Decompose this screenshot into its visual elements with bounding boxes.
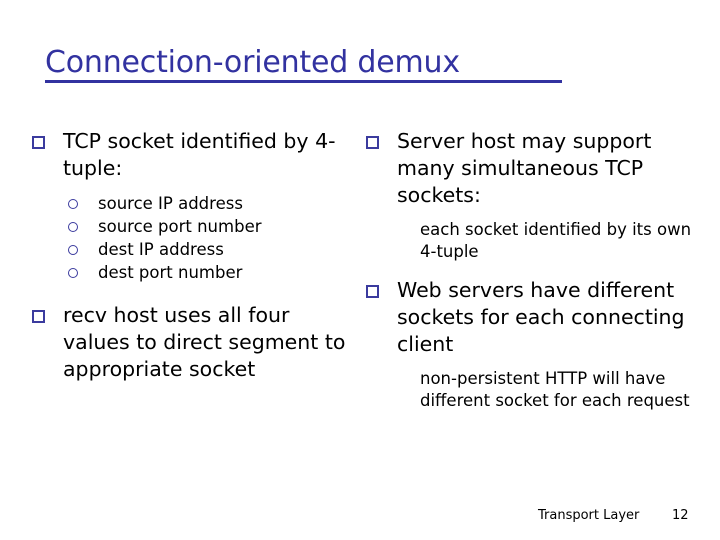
sub-bullet-text: dest IP address [98, 240, 224, 259]
sub-bullet-dest-port-number: dest port number [28, 261, 350, 284]
bullet-recv-host-uses-four-values: recv host uses all four values to direct… [28, 302, 350, 383]
sub-bullet-source-port-number: source port number [28, 215, 350, 238]
square-bullet-icon [366, 285, 379, 298]
square-bullet-icon [32, 136, 45, 149]
sub-bullet-dest-ip-address: dest IP address [28, 238, 350, 261]
left-column: TCP socket identified by 4-tuple: source… [28, 128, 350, 385]
spacer [28, 284, 350, 302]
sub-bullet-text: source port number [98, 217, 262, 236]
spacer [362, 360, 692, 368]
note-non-persistent-http: non-persistent HTTP will have different … [420, 369, 690, 410]
square-bullet-icon [366, 136, 379, 149]
bullet-text: Web servers have different sockets for e… [397, 278, 685, 356]
page-title: Connection-oriented demux [45, 45, 460, 80]
spacer [362, 263, 692, 277]
bullet-text: TCP socket identified by 4-tuple: [63, 129, 336, 180]
circle-bullet-icon [68, 268, 78, 278]
circle-bullet-icon [68, 199, 78, 209]
bullet-text: recv host uses all four values to direct… [63, 303, 346, 381]
bullet-tcp-socket-identified: TCP socket identified by 4-tuple: [28, 128, 350, 182]
footer-page-number: 12 [672, 508, 689, 523]
circle-bullet-icon [68, 245, 78, 255]
sub-bullet-text: dest port number [98, 263, 243, 282]
spacer [362, 211, 692, 219]
square-bullet-icon [32, 310, 45, 323]
title-underline [45, 80, 562, 83]
sub-bullet-text: source IP address [98, 194, 243, 213]
note-each-socket-own-4-tuple: each socket identified by its own 4-tupl… [420, 220, 692, 261]
sub-bullet-source-ip-address: source IP address [28, 192, 350, 215]
circle-bullet-icon [68, 222, 78, 232]
bullet-text: Server host may support many simultaneou… [397, 129, 652, 207]
bullet-server-host-many-sockets: Server host may support many simultaneou… [362, 128, 692, 209]
right-column: Server host may support many simultaneou… [362, 128, 692, 412]
bullet-web-servers-different-sockets: Web servers have different sockets for e… [362, 277, 692, 358]
spacer [28, 184, 350, 192]
footer-label: Transport Layer [538, 508, 640, 523]
